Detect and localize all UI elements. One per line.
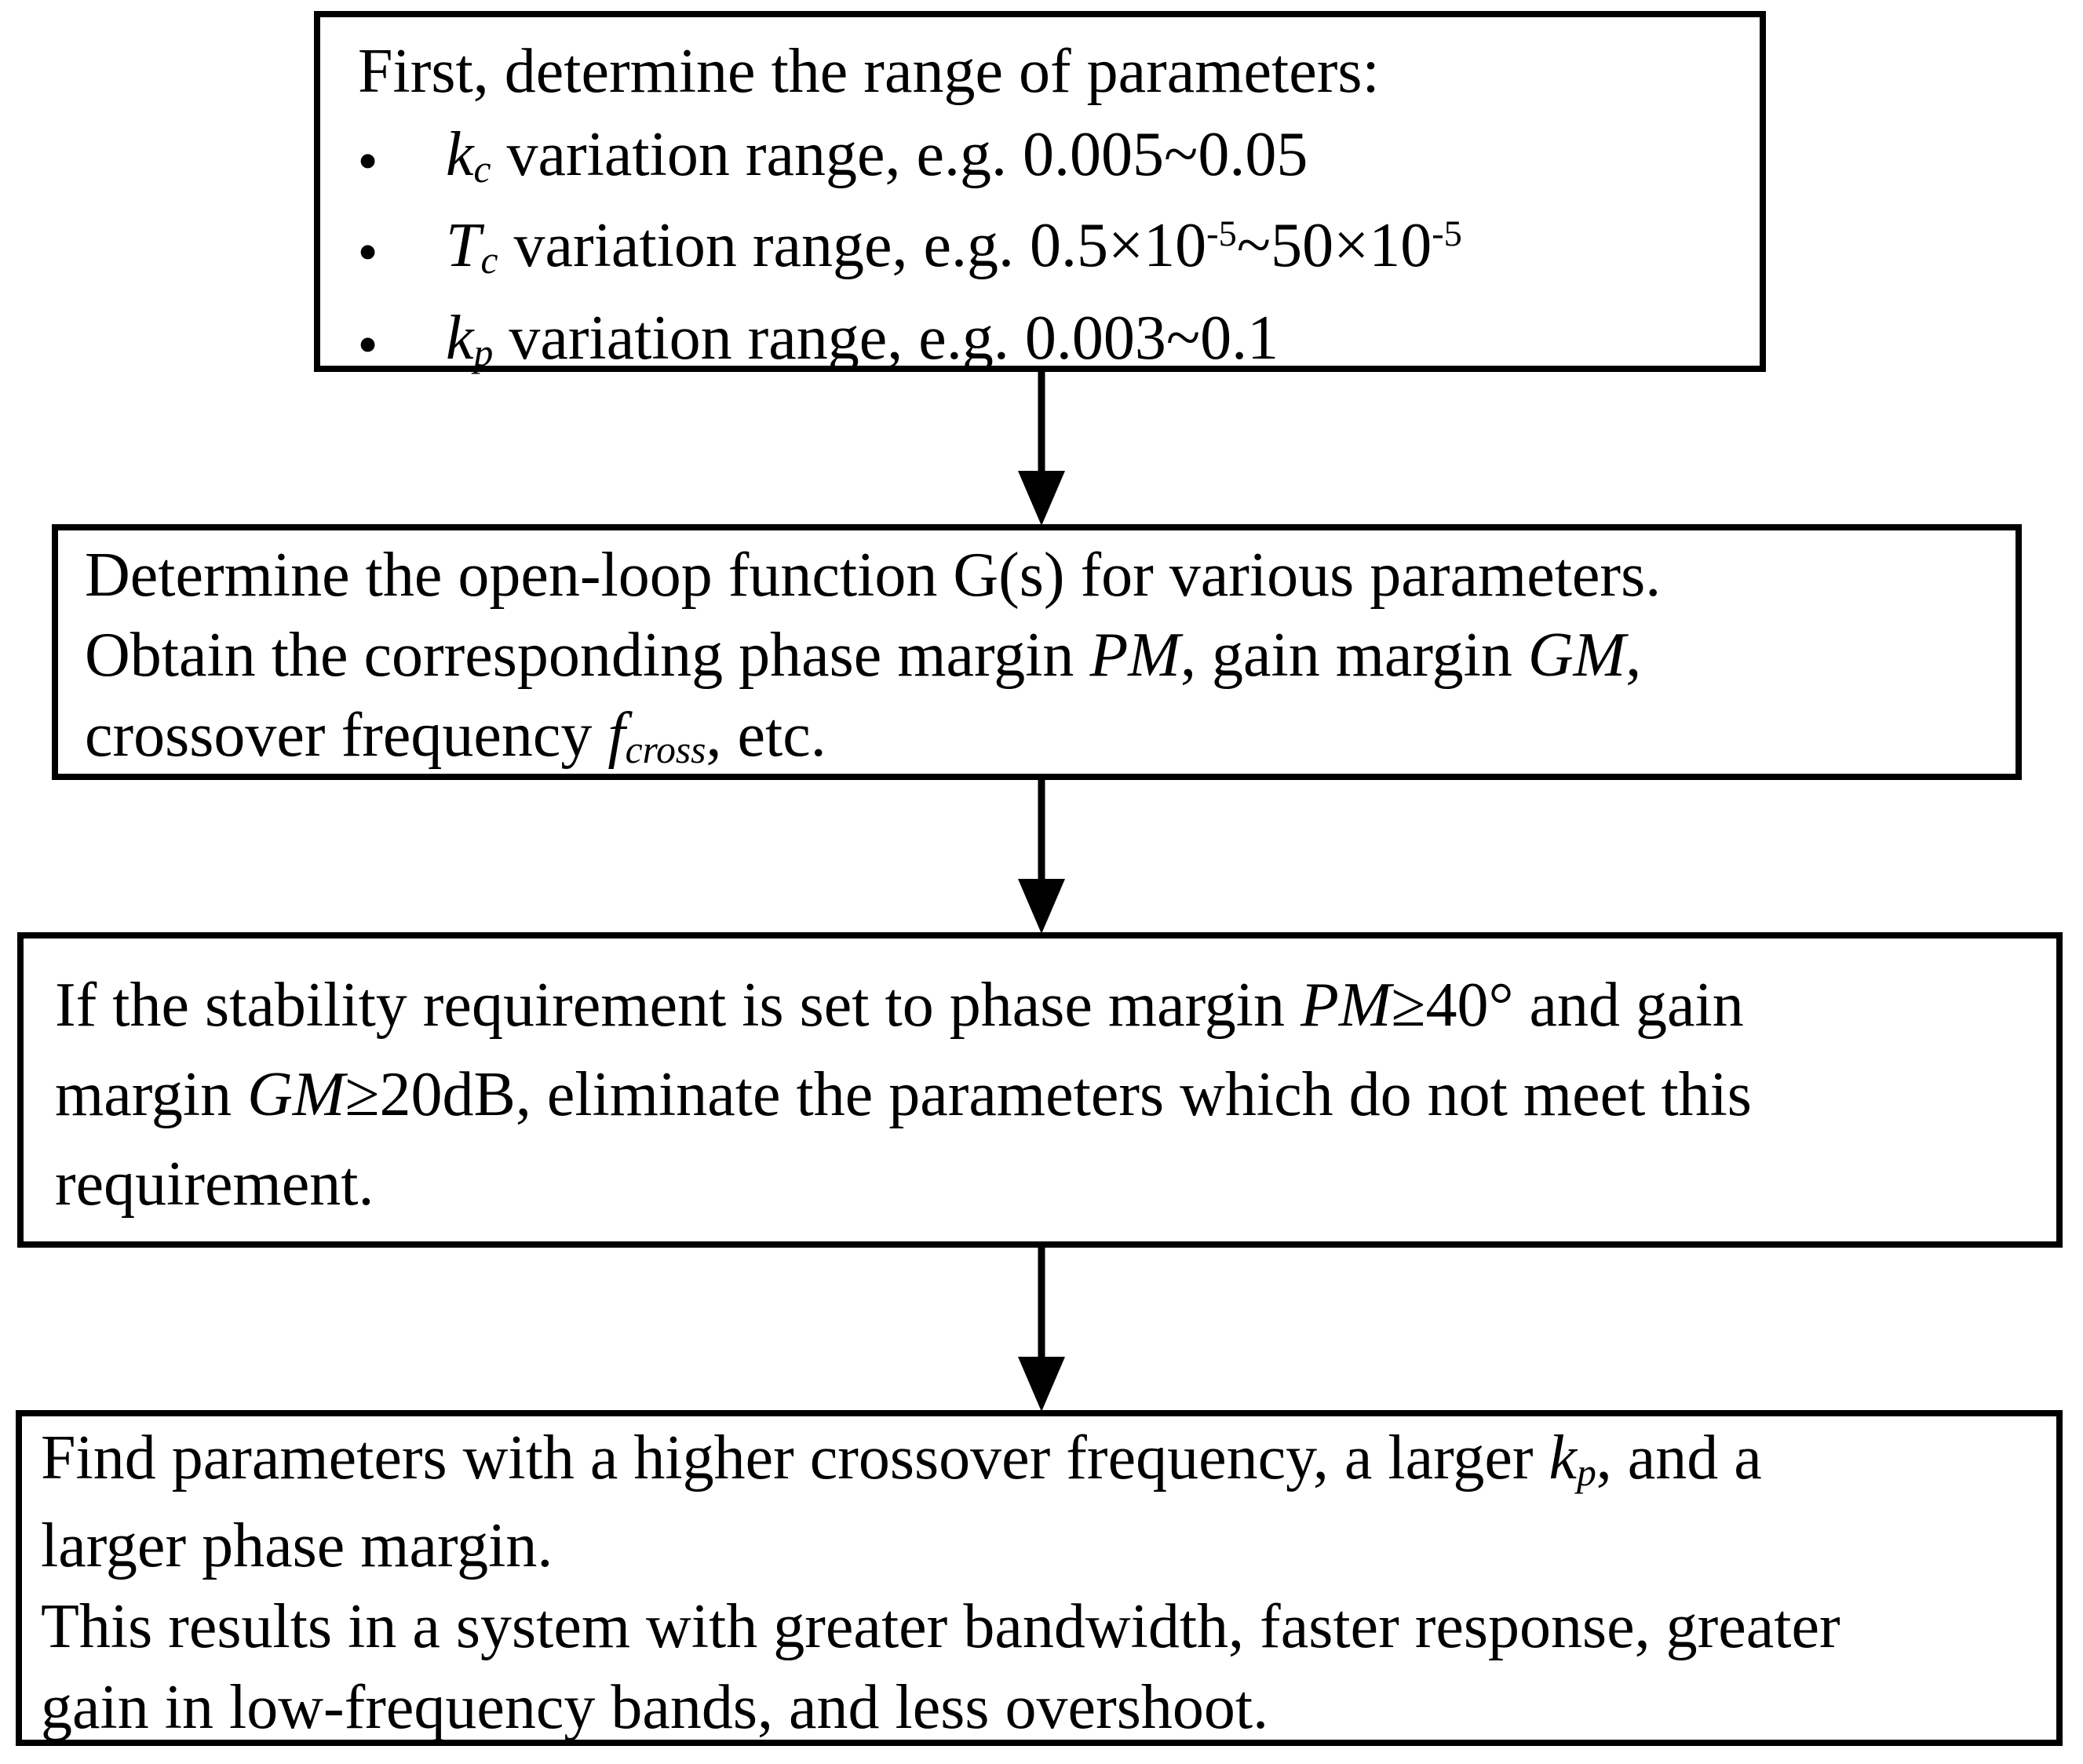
bullet-icon: ● [358, 325, 378, 362]
line-text: First, determine the range of parameters… [358, 37, 1380, 106]
arrow-stem [1038, 1248, 1045, 1363]
line-text: gain in low-frequency bands, and less ov… [41, 1673, 1269, 1742]
line-text: larger phase margin. [41, 1511, 553, 1580]
bullet-line: ● Tc variation range, e.g. 0.5×10-5~50×10… [358, 204, 1752, 297]
arrow-stem [1038, 371, 1045, 477]
line-text: Obtain the corresponding phase margin PM… [85, 621, 1642, 690]
line-text: If the stability requirement is set to p… [55, 971, 1744, 1040]
flow-arrow-2 [1017, 779, 1066, 934]
text-line: Determine the open-loop function G(s) fo… [85, 535, 2008, 615]
text-line: Find parameters with a higher crossover … [41, 1418, 2048, 1506]
arrow-head-icon [1018, 1357, 1065, 1412]
line-text: This results in a system with greater ba… [41, 1592, 1840, 1661]
flow-box-step-4: Find parameters with a higher crossover … [16, 1410, 2063, 1746]
text-line: If the stability requirement is set to p… [55, 960, 2048, 1050]
text-line: First, determine the range of parameters… [358, 30, 1752, 113]
flow-box-step-3: If the stability requirement is set to p… [17, 932, 2063, 1248]
arrow-head-icon [1018, 471, 1065, 526]
bullet-line: ● kp variation range, e.g. 0.003~0.1 [358, 297, 1752, 388]
text-line: margin GM≥20dB, eliminate the parameters… [55, 1050, 2048, 1139]
line-text: requirement. [55, 1150, 374, 1219]
line-text: margin GM≥20dB, eliminate the parameters… [55, 1060, 1752, 1129]
flow-box-step-1: First, determine the range of parameters… [314, 11, 1766, 374]
text-line: This results in a system with greater ba… [41, 1587, 2048, 1667]
arrow-head-icon [1018, 879, 1065, 934]
flow-arrow-1 [1017, 371, 1066, 526]
bullet-line: ● kc variation range, e.g. 0.005~0.05 [358, 113, 1752, 204]
text-line: Obtain the corresponding phase margin PM… [85, 615, 2008, 695]
line-text: kp variation range, e.g. 0.003~0.1 [446, 304, 1279, 374]
text-line: gain in low-frequency bands, and less ov… [41, 1667, 2048, 1748]
line-text: kc variation range, e.g. 0.005~0.05 [446, 120, 1308, 191]
line-text: crossover frequency fcross, etc. [85, 701, 826, 771]
bullet-icon: ● [358, 141, 378, 178]
line-text: Determine the open-loop function G(s) fo… [85, 541, 1662, 610]
text-line: crossover frequency fcross, etc. [85, 695, 2008, 783]
text-line: larger phase margin. [41, 1506, 2048, 1587]
line-text: Find parameters with a higher crossover … [41, 1423, 1762, 1494]
line-text: Tc variation range, e.g. 0.5×10-5~50×10-… [446, 211, 1462, 282]
arrow-stem [1038, 779, 1045, 885]
text-line: requirement. [55, 1139, 2048, 1229]
flow-box-step-2: Determine the open-loop function G(s) fo… [52, 524, 2022, 780]
bullet-icon: ● [358, 232, 378, 269]
flow-arrow-3 [1017, 1248, 1066, 1412]
